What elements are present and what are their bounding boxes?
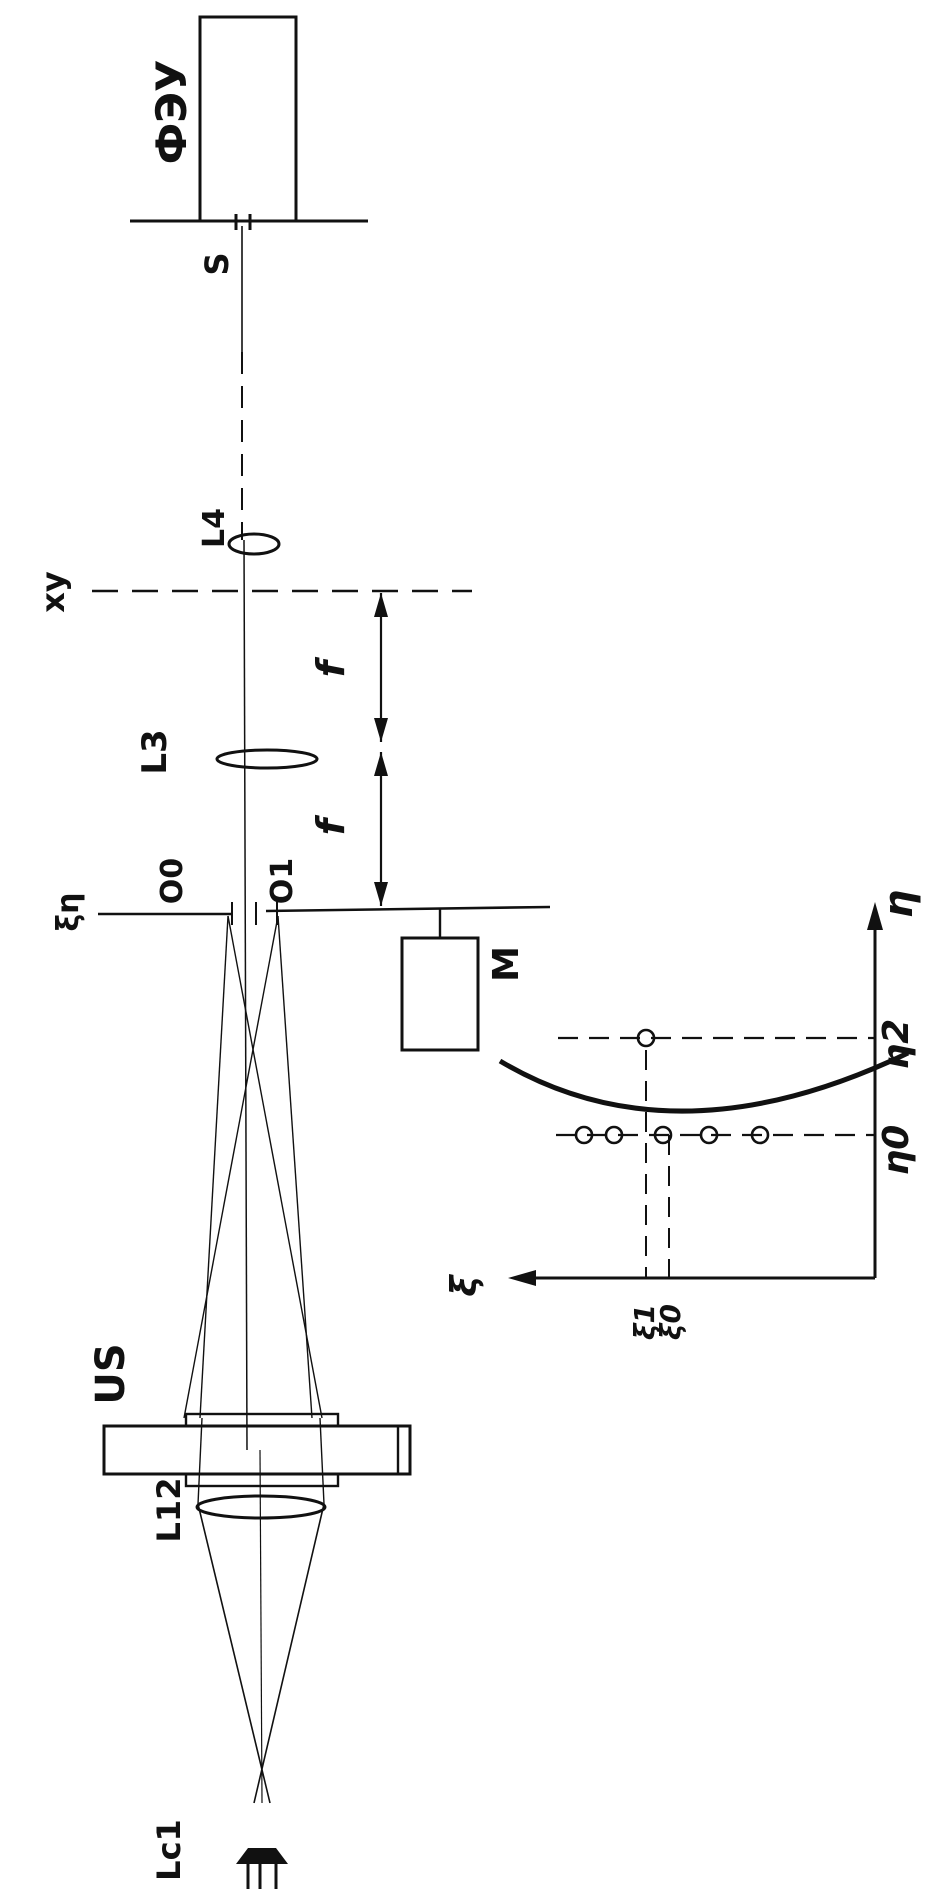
lens-lc1-label: Lc1 xyxy=(150,1819,188,1881)
point-eta0-4 xyxy=(699,1125,719,1145)
modulator-label: M xyxy=(486,946,527,982)
lens-l3-label: L3 xyxy=(135,729,175,774)
laser-source xyxy=(236,1848,288,1889)
xi-axis-label: ξ xyxy=(444,1274,485,1297)
slit xyxy=(130,214,368,230)
modulator-box xyxy=(400,909,480,1052)
plane-xy-label: xy xyxy=(34,571,72,613)
focal-length-lower-label: f xyxy=(309,814,353,835)
xi0-label: ξ0 xyxy=(654,1304,687,1340)
lens-l3 xyxy=(215,748,319,770)
order-one-label: O1 xyxy=(265,858,300,904)
ultrasonic-cell-label: US xyxy=(88,1343,134,1404)
optical-axis xyxy=(241,226,248,1451)
point-eta0-5 xyxy=(750,1125,770,1145)
lens-l4 xyxy=(227,532,281,556)
eta0-label: η0 xyxy=(876,1125,917,1176)
plane-xi-eta-label: ξη xyxy=(51,892,86,931)
focal-dimension-lower xyxy=(374,752,388,906)
lens-l12-label: L12 xyxy=(150,1478,188,1543)
inset-points xyxy=(574,1028,770,1145)
photomultiplier-label: ФЭУ xyxy=(147,60,196,165)
order-zero-label: O0 xyxy=(155,858,190,904)
point-eta0-3 xyxy=(653,1125,673,1145)
ray-bundle xyxy=(183,915,325,1804)
lens-l12 xyxy=(195,1494,327,1520)
photomultiplier-box xyxy=(198,15,298,223)
inset-xi-axis xyxy=(508,1270,875,1286)
inset-guides xyxy=(556,1036,875,1278)
point-eta2 xyxy=(636,1028,656,1048)
eta-axis-label: η xyxy=(876,890,922,918)
point-eta0-1 xyxy=(574,1125,594,1145)
inset-eta-axis xyxy=(867,902,883,1278)
inset-curve xyxy=(498,1050,910,1114)
ultrasonic-cell xyxy=(102,1412,412,1488)
plane-xi-eta xyxy=(98,902,551,925)
point-eta0-2 xyxy=(604,1125,624,1145)
xi1-label: ξ1 xyxy=(628,1304,661,1340)
focal-dimension-upper xyxy=(374,593,388,742)
focal-length-upper-label: f xyxy=(309,656,353,677)
lens-l4-label: L4 xyxy=(197,508,232,548)
slit-label: S xyxy=(198,252,236,275)
eta2-label: η2 xyxy=(876,1019,917,1070)
